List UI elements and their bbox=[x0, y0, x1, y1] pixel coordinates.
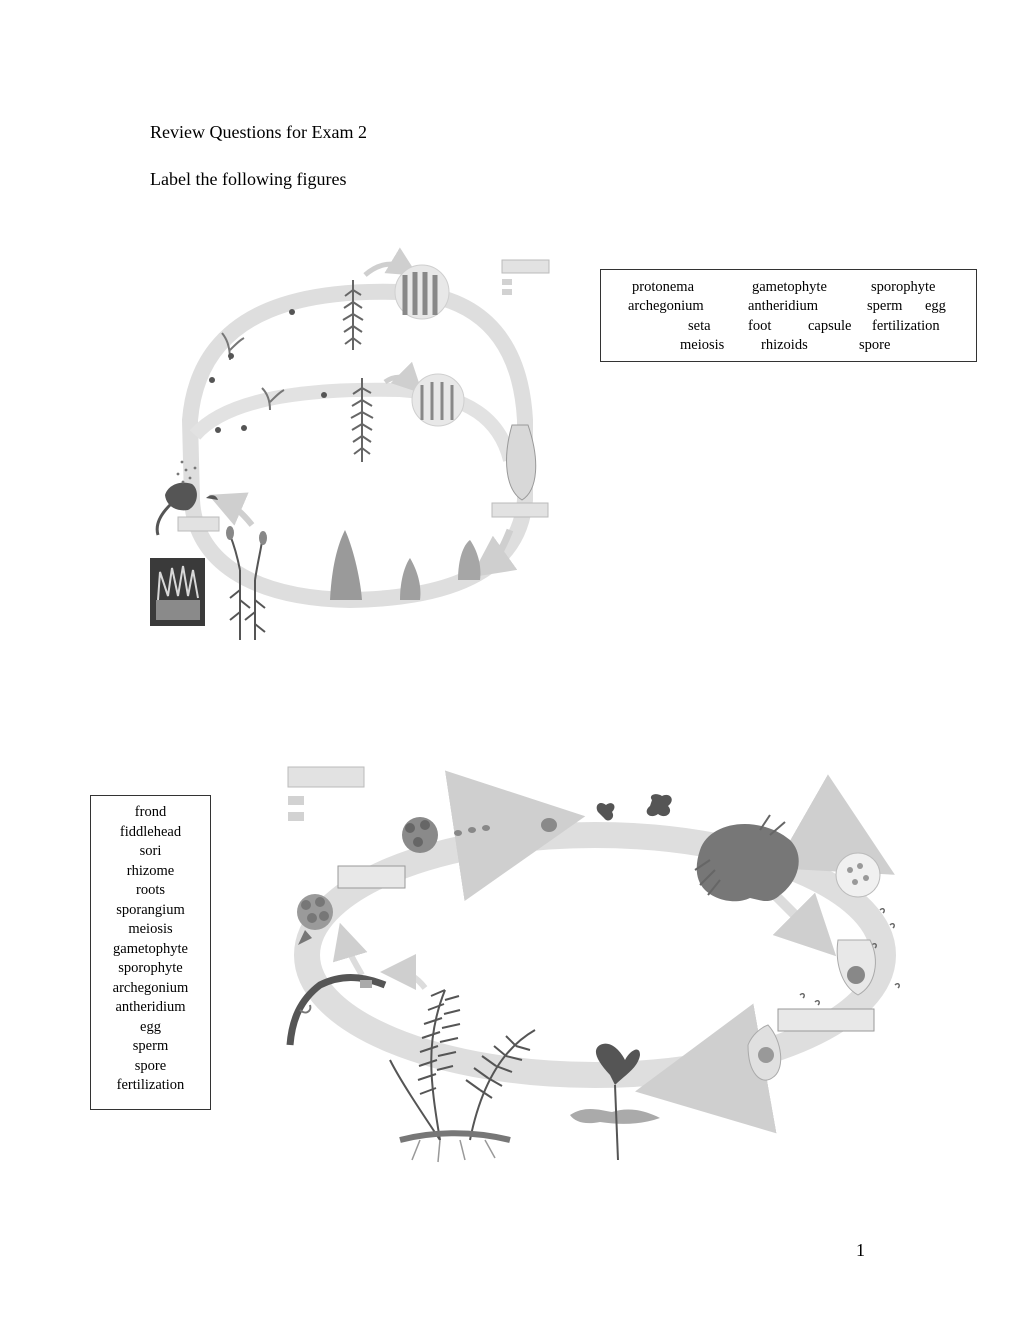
word-meiosis: meiosis bbox=[680, 337, 725, 353]
moss-arrow-bottom-right bbox=[470, 528, 518, 578]
moss-life-cycle-diagram bbox=[150, 247, 550, 640]
fern-sporangium-detail bbox=[360, 980, 372, 988]
page-number: 1 bbox=[856, 1240, 865, 1260]
word-sperm: sperm bbox=[867, 298, 903, 314]
fern-mature-sporophyte bbox=[389, 989, 536, 1141]
fern-legend-swatch-1 bbox=[288, 796, 304, 805]
fern-arrow-left-2 bbox=[380, 954, 428, 991]
moss-label-blank-3 bbox=[177, 516, 220, 532]
word-fertilization: fertilization bbox=[116, 1077, 185, 1093]
fern-fiddlehead-rhizome bbox=[286, 974, 387, 1046]
word-spore: spore bbox=[859, 337, 891, 353]
moss-word-bank: protonema gametophyte sporophyte archego… bbox=[600, 269, 977, 362]
page-title: Review Questions for Exam 2 bbox=[150, 122, 367, 142]
word-sporophyte: sporophyte bbox=[118, 960, 183, 976]
moss-capsule-2 bbox=[259, 531, 267, 545]
word-egg: egg bbox=[140, 1018, 161, 1035]
fern-rhizome bbox=[399, 1130, 511, 1143]
moss-seta bbox=[155, 503, 172, 536]
moss-legend-swatch-2 bbox=[502, 289, 512, 295]
fern-sporangium-open bbox=[402, 817, 438, 853]
fern-legend-swatch-2 bbox=[288, 812, 304, 821]
word-protonema: protonema bbox=[632, 279, 695, 295]
moss-archegonium-cluster bbox=[411, 373, 465, 427]
fern-antheridium bbox=[835, 852, 881, 898]
word-sperm: sperm bbox=[132, 1038, 169, 1054]
fern-arrow-top bbox=[444, 770, 586, 902]
moss-cycle-dots bbox=[209, 309, 327, 433]
fern-spore-single bbox=[541, 818, 557, 832]
moss-sporophyte-stage-3 bbox=[458, 540, 481, 580]
fern-egg bbox=[847, 966, 865, 984]
fern-rhizoids bbox=[694, 814, 786, 896]
moss-mature-sporophyte bbox=[229, 534, 266, 640]
moss-label-blank-1 bbox=[501, 259, 550, 274]
fern-arrow-inner bbox=[766, 886, 837, 957]
word-sporophyte: sporophyte bbox=[871, 279, 936, 295]
word-archegonium: archegonium bbox=[112, 979, 189, 996]
moss-gametophyte-plant-mid bbox=[350, 378, 374, 462]
word-rhizome: rhizome bbox=[126, 862, 175, 879]
fern-arrow-bottom bbox=[635, 1003, 777, 1134]
word-rhizoids: rhizoids bbox=[761, 337, 808, 353]
word-roots: roots bbox=[136, 882, 165, 898]
instruction-text: Label the following figures bbox=[150, 169, 347, 189]
fern-label-blank-1 bbox=[287, 766, 365, 788]
word-antheridium: antheridium bbox=[748, 298, 819, 314]
moss-arrow-mid bbox=[383, 361, 423, 394]
moss-arrow-top bbox=[363, 247, 418, 277]
moss-arrow-left bbox=[208, 492, 255, 527]
fern-life-cycle-diagram bbox=[286, 766, 900, 1163]
word-archegonium: archegonium bbox=[628, 298, 704, 314]
word-sori: sori bbox=[139, 843, 162, 859]
fern-spores bbox=[454, 825, 490, 836]
fern-sorus bbox=[297, 894, 333, 930]
word-frond: frond bbox=[134, 804, 167, 820]
word-meiosis: meiosis bbox=[128, 921, 173, 937]
fern-word-bank: frond fiddlehead sori rhizome roots spor… bbox=[90, 795, 211, 1110]
word-egg: egg bbox=[925, 298, 946, 314]
moss-label-blank-2 bbox=[491, 502, 549, 518]
word-capsule: capsule bbox=[808, 318, 852, 334]
moss-archegonium-egg bbox=[506, 424, 537, 501]
word-antheridium: antheridium bbox=[115, 999, 186, 1015]
moss-spores bbox=[176, 460, 197, 484]
word-gametophyte: gametophyte bbox=[113, 940, 188, 957]
fern-arrow-left-1 bbox=[332, 922, 368, 977]
word-foot: foot bbox=[748, 318, 772, 334]
word-fertilization: fertilization bbox=[872, 318, 940, 334]
moss-capsule-1 bbox=[226, 526, 234, 540]
moss-operculum bbox=[206, 495, 218, 500]
word-sporangium: sporangium bbox=[116, 901, 185, 918]
moss-protonema-2 bbox=[261, 387, 285, 411]
fern-young-sporophyte bbox=[595, 1043, 640, 1085]
fern-label-blank-3 bbox=[777, 1008, 875, 1032]
fern-young-gametophyte-1 bbox=[596, 802, 615, 821]
moss-sporophyte-stage-1 bbox=[330, 530, 362, 600]
fern-arrow-right bbox=[774, 774, 895, 875]
fern-label-blank-2 bbox=[337, 865, 406, 889]
fern-cycle-band bbox=[294, 822, 896, 1088]
fern-sperm bbox=[799, 908, 900, 1006]
word-seta: seta bbox=[688, 318, 711, 334]
moss-gametophyte-plant-top bbox=[342, 280, 364, 350]
fern-prothallus bbox=[696, 823, 799, 902]
fern-young-gametophyte-2 bbox=[646, 794, 672, 817]
moss-legend-swatch-1 bbox=[502, 279, 512, 285]
fern-roots bbox=[411, 1139, 496, 1163]
moss-capsule-open bbox=[165, 482, 197, 511]
moss-sporophyte-stage-2 bbox=[400, 558, 421, 600]
word-fiddlehead: fiddlehead bbox=[119, 823, 182, 840]
word-spore: spore bbox=[134, 1057, 167, 1074]
word-gametophyte: gametophyte bbox=[752, 279, 827, 295]
